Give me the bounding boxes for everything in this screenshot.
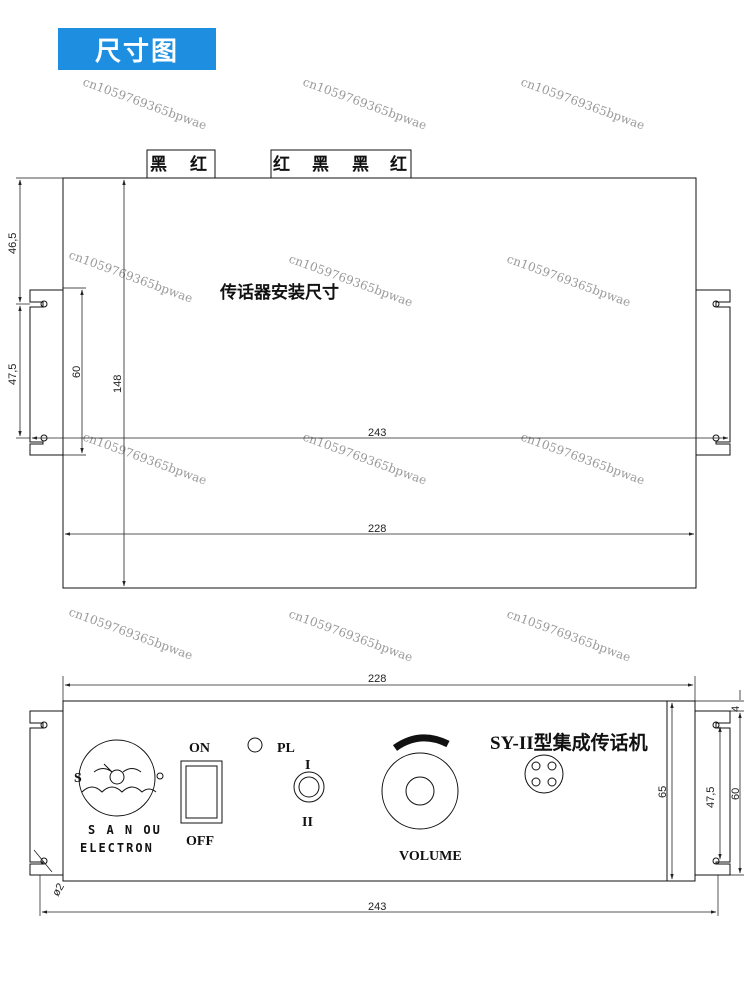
mount-hole [712,857,720,865]
watermark: cn1059769365bpwae [81,75,209,133]
connector-label: 红 [190,154,207,175]
page-title: 尺寸图 [58,28,216,70]
connector-label: 黑 [352,155,369,175]
dim-overall-width: 243 [368,901,386,913]
right-bracket [695,710,731,876]
watermark: cn1059769365bpwae [287,607,415,665]
brand-name: S A N OU [88,823,162,837]
top-view-dimensions [18,179,729,587]
connector-socket [524,754,564,794]
brand-logo [78,739,156,817]
watermark: cn1059769365bpwae [505,607,633,665]
connector-label: 黑 [150,155,167,175]
mount-hole [712,300,720,308]
mount-hole [40,857,48,865]
dim-inner-height: 60 [71,366,83,378]
volume-arc [392,734,450,751]
model-name: SY-II型集成传话机 [490,731,648,754]
watermark: cn1059769365bpwae [301,75,429,133]
power-switch-frame [180,760,223,824]
channel-2-label: II [302,815,313,830]
dim-body-width: 228 [368,523,386,535]
right-bracket [696,289,731,456]
watermark: cn1059769365bpwae [519,75,647,133]
front-view-labels: 228 243 65 47,5 60 4 ø2 S S A N OU ELECT… [50,673,742,913]
left-bracket [29,289,63,456]
dim-slot-spacing: 47,5 [7,364,19,385]
dim-slot-spacing: 47,5 [705,787,717,808]
channel-1-label: I [305,758,310,773]
front-view-dimensions [33,683,742,914]
panel-outline [62,700,696,882]
logo-letter: S [74,771,82,786]
connector-label: 黑 [312,155,329,175]
dim-overall-width: 243 [368,427,386,439]
connector-label: 红 [273,154,290,175]
front-view [29,676,744,916]
volume-knob [381,752,459,830]
mount-hole [40,721,48,729]
pilot-lamp-label: PL [277,741,295,756]
install-dimension-label: 传话器安装尺寸 [219,282,339,303]
volume-label: VOLUME [399,849,462,864]
dim-top-margin: 4 [730,706,742,712]
top-view-labels: 黑 红 红 黑 黑 红 传话器安装尺寸 46,5 47,5 60 148 243… [7,154,407,535]
watermark: cn1059769365bpwae [67,605,195,663]
top-view [16,149,731,589]
mount-hole [712,721,720,729]
watermark: cn1059769365bpwae [505,252,633,310]
brand-subtitle: ELECTRON [80,841,154,855]
dim-height: 148 [112,375,124,393]
dim-height: 65 [657,786,669,798]
switch-off-label: OFF [186,834,214,849]
body-outline [62,177,697,589]
dim-body-width: 228 [368,673,386,685]
dim-top-offset: 46,5 [7,233,19,254]
connector-label: 红 [390,154,407,175]
pilot-lamp [247,737,263,753]
left-bracket [29,710,63,876]
dim-hole: ø2 [50,881,67,898]
dim-mount-height: 60 [730,788,742,800]
switch-on-label: ON [189,741,210,756]
power-switch-rocker [185,765,218,819]
watermark: cn1059769365bpwae [67,248,195,306]
mount-hole [40,300,48,308]
channel-selector [293,771,325,803]
